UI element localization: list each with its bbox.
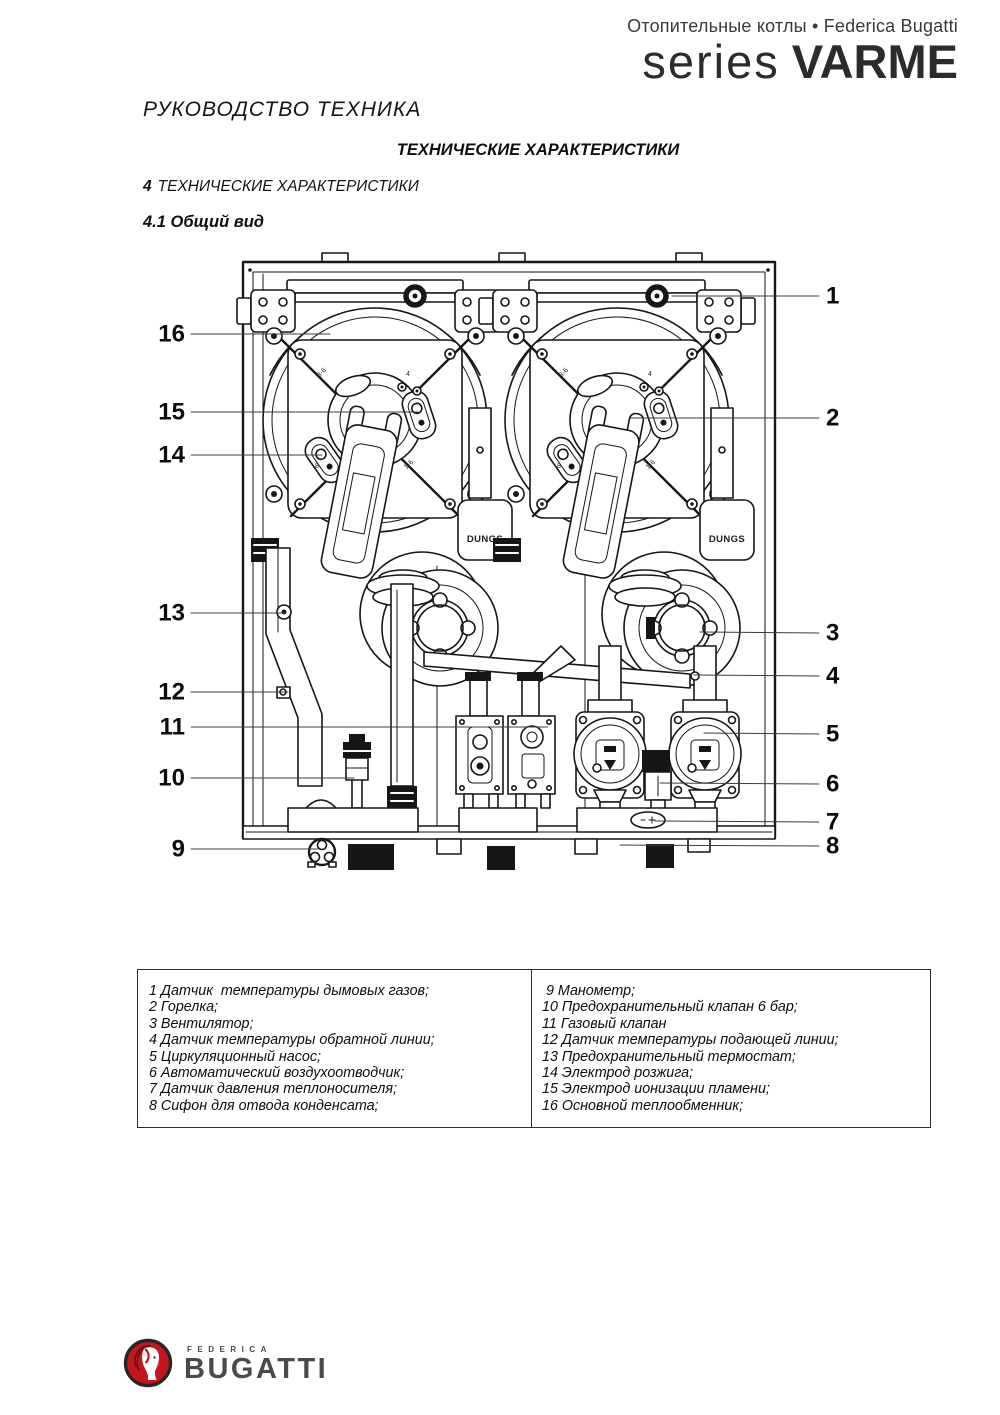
callout-number-14: 14 — [158, 442, 185, 469]
left-manifold — [287, 799, 419, 833]
callout-number-4: 4 — [826, 663, 840, 690]
legend-item: 4 Датчик температуры обратной линии; — [149, 1032, 435, 1049]
series-name: VARME — [791, 35, 958, 88]
callout-number-5: 5 — [826, 721, 839, 748]
circulation-pump-left — [573, 699, 647, 812]
legend-item: 10 Предохранительный клапан 6 бар; — [542, 999, 798, 1016]
footer-brand-name: BUGATTI — [184, 1352, 329, 1385]
condensate-siphon — [307, 837, 337, 868]
return-temp-sensor — [690, 671, 700, 681]
legend-item: 1 Датчик температуры дымовых газов; — [149, 983, 429, 999]
manual-title: РУКОВОДСТВО ТЕХНИКА — [143, 98, 422, 121]
legend-item: 13 Предохранительный термостат; — [542, 1048, 796, 1065]
section-heading: 4 ТЕХНИЧЕСКИЕ ХАРАКТЕРИСТИКИ — [143, 178, 419, 196]
bottom-stub — [436, 838, 462, 855]
callout-number-1: 1 — [826, 283, 839, 310]
legend-item: 15 Электрод ионизации пламени; — [542, 1081, 770, 1098]
legend-item: 9 Манометр; — [542, 983, 636, 999]
leader-line-4 — [693, 674, 820, 677]
callout-number-10: 10 — [158, 765, 185, 792]
circulation-pump-right — [668, 699, 742, 812]
callout-number-12: 12 — [158, 679, 185, 706]
leader-line-6 — [659, 782, 820, 785]
header-brand-line: Отопительные котлы • Federica Bugatti — [627, 16, 958, 36]
legend-item: 16 Основной теплообменник; — [542, 1097, 744, 1114]
callouts: 16 15 14 13 12 11 10 9 1 2 3 4 5 — [158, 283, 840, 863]
left-riser-pipe — [387, 583, 417, 810]
pressure-sensor-label — [630, 811, 666, 829]
callout-number-9: 9 — [172, 836, 185, 863]
middle-manifold — [458, 807, 538, 833]
leader-line-5 — [703, 732, 820, 735]
safety-valve — [343, 734, 371, 809]
legend-column-right: 9 Манометр; 10 Предохранительный клапан … — [532, 970, 930, 1127]
legend-item: 12 Датчик температуры подающей линии; — [542, 1032, 839, 1049]
callout-number-13: 13 — [158, 600, 185, 627]
callout-number-11: 11 — [160, 714, 185, 741]
callout-number-15: 15 — [158, 399, 185, 426]
leader-line-3 — [699, 631, 820, 634]
section-number: 4 — [143, 178, 152, 195]
bottom-connector — [348, 844, 394, 870]
leader-line-7 — [654, 820, 820, 823]
bottom-connector — [646, 844, 674, 868]
legend-item: 14 Электрод розжига; — [542, 1065, 694, 1082]
gas-valve-assembly — [455, 645, 576, 809]
legend-box: 1 Датчик температуры дымовых газов; 2 Го… — [137, 969, 931, 1128]
legend-item: 6 Автоматический воздухоотводчик; — [149, 1065, 405, 1082]
section-title: ТЕХНИЧЕСКИЕ ХАРАКТЕРИСТИКИ — [157, 178, 419, 195]
callout-number-8: 8 — [826, 833, 839, 860]
footer-brand-text: FEDERICA BUGATTI — [184, 1344, 329, 1385]
leader-line-8 — [619, 844, 820, 847]
legend-item: 8 Сифон для отвода конденсата; — [149, 1097, 379, 1114]
legend-item: 7 Датчик давления теплоносителя; — [149, 1081, 397, 1098]
right-manifold — [576, 807, 718, 833]
legend-item: 3 Вентилятор; — [149, 1015, 254, 1032]
bottom-connector — [487, 846, 515, 870]
gas-valve-right — [507, 715, 556, 809]
legend-item: 5 Циркуляционный насос; — [149, 1048, 321, 1065]
footer-logo: FEDERICA BUGATTI — [121, 1336, 328, 1390]
legend-item: 11 Газовый клапан — [542, 1015, 667, 1032]
callout-number-3: 3 — [826, 620, 839, 647]
bugatti-logo-emblem — [123, 1338, 173, 1388]
footer-brand-top: FEDERICA — [187, 1344, 272, 1354]
pump-assembly — [573, 645, 742, 812]
callout-number-2: 2 — [826, 405, 839, 432]
bottom-stub — [574, 838, 598, 855]
auto-air-vent — [642, 750, 672, 811]
callout-number-7: 7 — [826, 809, 839, 836]
chapter-heading: ТЕХНИЧЕСКИЕ ХАРАКТЕРИСТИКИ — [396, 141, 680, 159]
callout-number-16: 16 — [158, 321, 185, 348]
legend-item: 2 Горелка; — [149, 999, 219, 1016]
series-word: series — [642, 35, 780, 88]
callout-number-6: 6 — [826, 771, 839, 798]
legend-column-left: 1 Датчик температуры дымовых газов; 2 Го… — [138, 970, 532, 1127]
gas-valve-left — [455, 715, 504, 809]
subsection-heading: 4.1 Общий вид — [143, 213, 264, 231]
